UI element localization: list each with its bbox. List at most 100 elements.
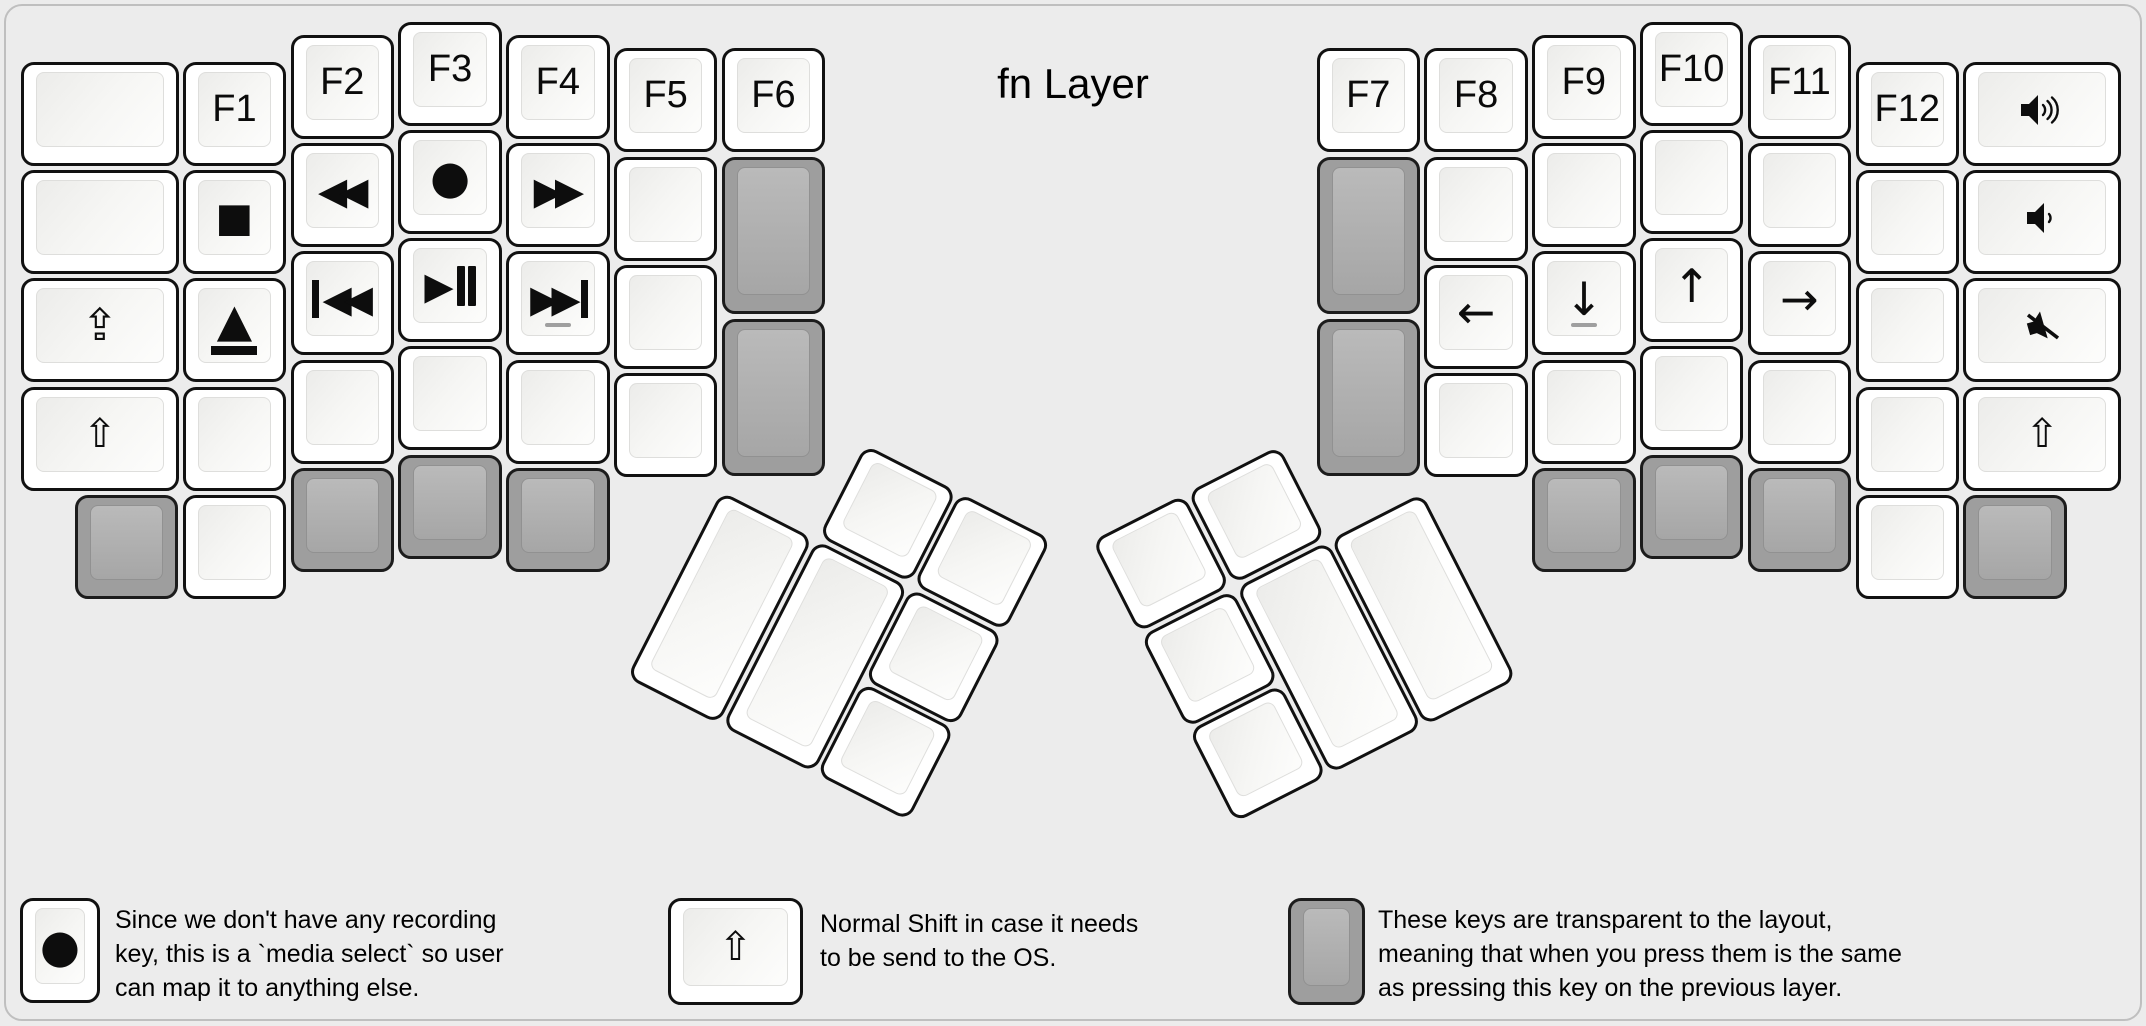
key-blank[interactable]	[21, 170, 179, 275]
key-transparent[interactable]	[1639, 454, 1744, 559]
keycap-surface: ●	[35, 908, 85, 984]
key-blank[interactable]	[1855, 386, 1959, 491]
key-transparent[interactable]	[506, 467, 610, 572]
key-blank[interactable]	[1855, 494, 1959, 599]
key-transparent[interactable]	[290, 467, 394, 572]
keycap-surface	[1762, 477, 1837, 553]
keycap-surface: F5	[628, 58, 703, 134]
key-label: F11	[1768, 61, 1831, 103]
key-blank[interactable]	[1747, 143, 1852, 248]
key-eject[interactable]: ▲	[182, 278, 287, 383]
key-arrow-down[interactable]: ↓	[1532, 251, 1636, 356]
key-transparent[interactable]	[1316, 156, 1420, 314]
volume-down-icon	[2027, 202, 2052, 233]
key-transparent[interactable]	[74, 494, 179, 599]
keycap-surface: ↓	[1547, 261, 1621, 337]
previous-track-icon: ◀◀	[311, 279, 373, 318]
key-blank[interactable]	[290, 359, 394, 464]
key-blank[interactable]	[506, 359, 610, 464]
key-play-pause[interactable]: ▶	[398, 238, 502, 343]
key-f2[interactable]: F2	[290, 35, 394, 139]
key-blank[interactable]	[182, 386, 287, 491]
key-shift[interactable]: ⇧	[1963, 386, 2121, 491]
key-arrow-right[interactable]: →	[1747, 251, 1852, 356]
key-blank[interactable]	[1424, 373, 1528, 477]
key-blank[interactable]	[21, 62, 179, 166]
key-transparent[interactable]	[721, 318, 826, 476]
homing-dash	[1570, 322, 1597, 328]
keycap-surface: F7	[1331, 58, 1405, 134]
keycap-surface: F4	[521, 45, 595, 120]
keycap-surface	[1547, 477, 1621, 553]
shift-icon: ⇧	[2025, 411, 2059, 458]
keycap-surface: ▶	[413, 248, 487, 324]
key-fast-forward[interactable]: ▶▶	[506, 143, 610, 248]
key-shift[interactable]: ⇧	[668, 898, 803, 1005]
key-blank[interactable]	[1747, 359, 1852, 464]
key-f10[interactable]: F10	[1639, 21, 1744, 126]
key-stop[interactable]: ■	[182, 170, 287, 275]
key-transparent[interactable]	[1532, 467, 1636, 572]
key-transparent[interactable]	[1316, 318, 1420, 476]
key-f9[interactable]: F9	[1532, 35, 1636, 139]
key-blank[interactable]	[613, 156, 718, 261]
key-f6[interactable]: F6	[721, 48, 826, 153]
key-f5[interactable]: F5	[613, 48, 718, 153]
key-transparent[interactable]	[721, 156, 826, 314]
key-blank[interactable]	[1532, 143, 1636, 248]
key-blank[interactable]	[1639, 346, 1744, 451]
key-blank[interactable]	[182, 494, 287, 599]
key-f4[interactable]: F4	[506, 35, 610, 139]
key-f1[interactable]: F1	[182, 62, 287, 166]
keycap-surface	[1204, 461, 1303, 561]
key-rewind[interactable]: ◀◀	[290, 143, 394, 248]
keycap-surface	[1331, 328, 1405, 457]
keycap-surface	[628, 166, 703, 242]
key-transparent[interactable]	[1747, 467, 1852, 572]
keycap-surface	[197, 504, 272, 580]
key-previous-track[interactable]: ◀◀	[290, 251, 394, 356]
key-transparent[interactable]	[1963, 494, 2067, 599]
key-blank[interactable]	[613, 264, 718, 369]
keycap-surface: ⇧	[1978, 396, 2106, 472]
legend-line: meaning that when you press them is the …	[1378, 940, 1902, 968]
keycap-surface	[628, 274, 703, 350]
legend-line: Normal Shift in case it needs	[820, 910, 1139, 938]
key-blank[interactable]	[613, 373, 718, 477]
shift-icon: ⇧	[718, 924, 753, 970]
keycap-surface	[305, 477, 379, 553]
keycap-surface	[1870, 504, 1944, 580]
key-volume-up[interactable]	[1963, 62, 2121, 166]
key-arrow-up[interactable]: ↑	[1639, 238, 1744, 343]
key-f7[interactable]: F7	[1316, 48, 1420, 153]
key-record[interactable]: ●	[20, 898, 100, 1003]
key-caps-lock[interactable]: ⇪	[21, 278, 179, 383]
key-f3[interactable]: F3	[398, 21, 502, 126]
shift-icon: ⇧	[83, 411, 117, 458]
key-f11[interactable]: F11	[1747, 35, 1852, 139]
key-mute[interactable]	[1963, 278, 2121, 383]
key-arrow-left[interactable]: ←	[1424, 264, 1528, 369]
key-shift[interactable]: ⇧	[21, 386, 179, 491]
key-volume-down[interactable]	[1963, 170, 2121, 275]
key-transparent[interactable]	[1288, 898, 1365, 1005]
legend-text-normal-shift: Normal Shift in case it needs to be send…	[820, 907, 1138, 975]
key-f8[interactable]: F8	[1424, 48, 1528, 153]
key-blank[interactable]	[1639, 129, 1744, 234]
keycap-surface: ●	[413, 139, 487, 215]
key-blank[interactable]	[1855, 170, 1959, 275]
key-record[interactable]: ●	[398, 129, 502, 234]
key-blank[interactable]	[398, 346, 502, 451]
keycap-surface: ◀◀	[305, 261, 379, 337]
key-blank[interactable]	[1532, 359, 1636, 464]
legend-line: These keys are transparent to the layout…	[1378, 906, 1833, 934]
key-transparent[interactable]	[398, 454, 502, 559]
key-label: F1	[212, 88, 257, 130]
key-blank[interactable]	[1424, 156, 1528, 261]
keycap-surface	[1870, 180, 1944, 256]
left-arrow-icon: ←	[1456, 285, 1496, 340]
key-next-track[interactable]: ▶▶	[506, 251, 610, 356]
key-f12[interactable]: F12	[1855, 62, 1959, 166]
key-blank[interactable]	[1855, 278, 1959, 383]
record-icon: ●	[39, 919, 81, 973]
